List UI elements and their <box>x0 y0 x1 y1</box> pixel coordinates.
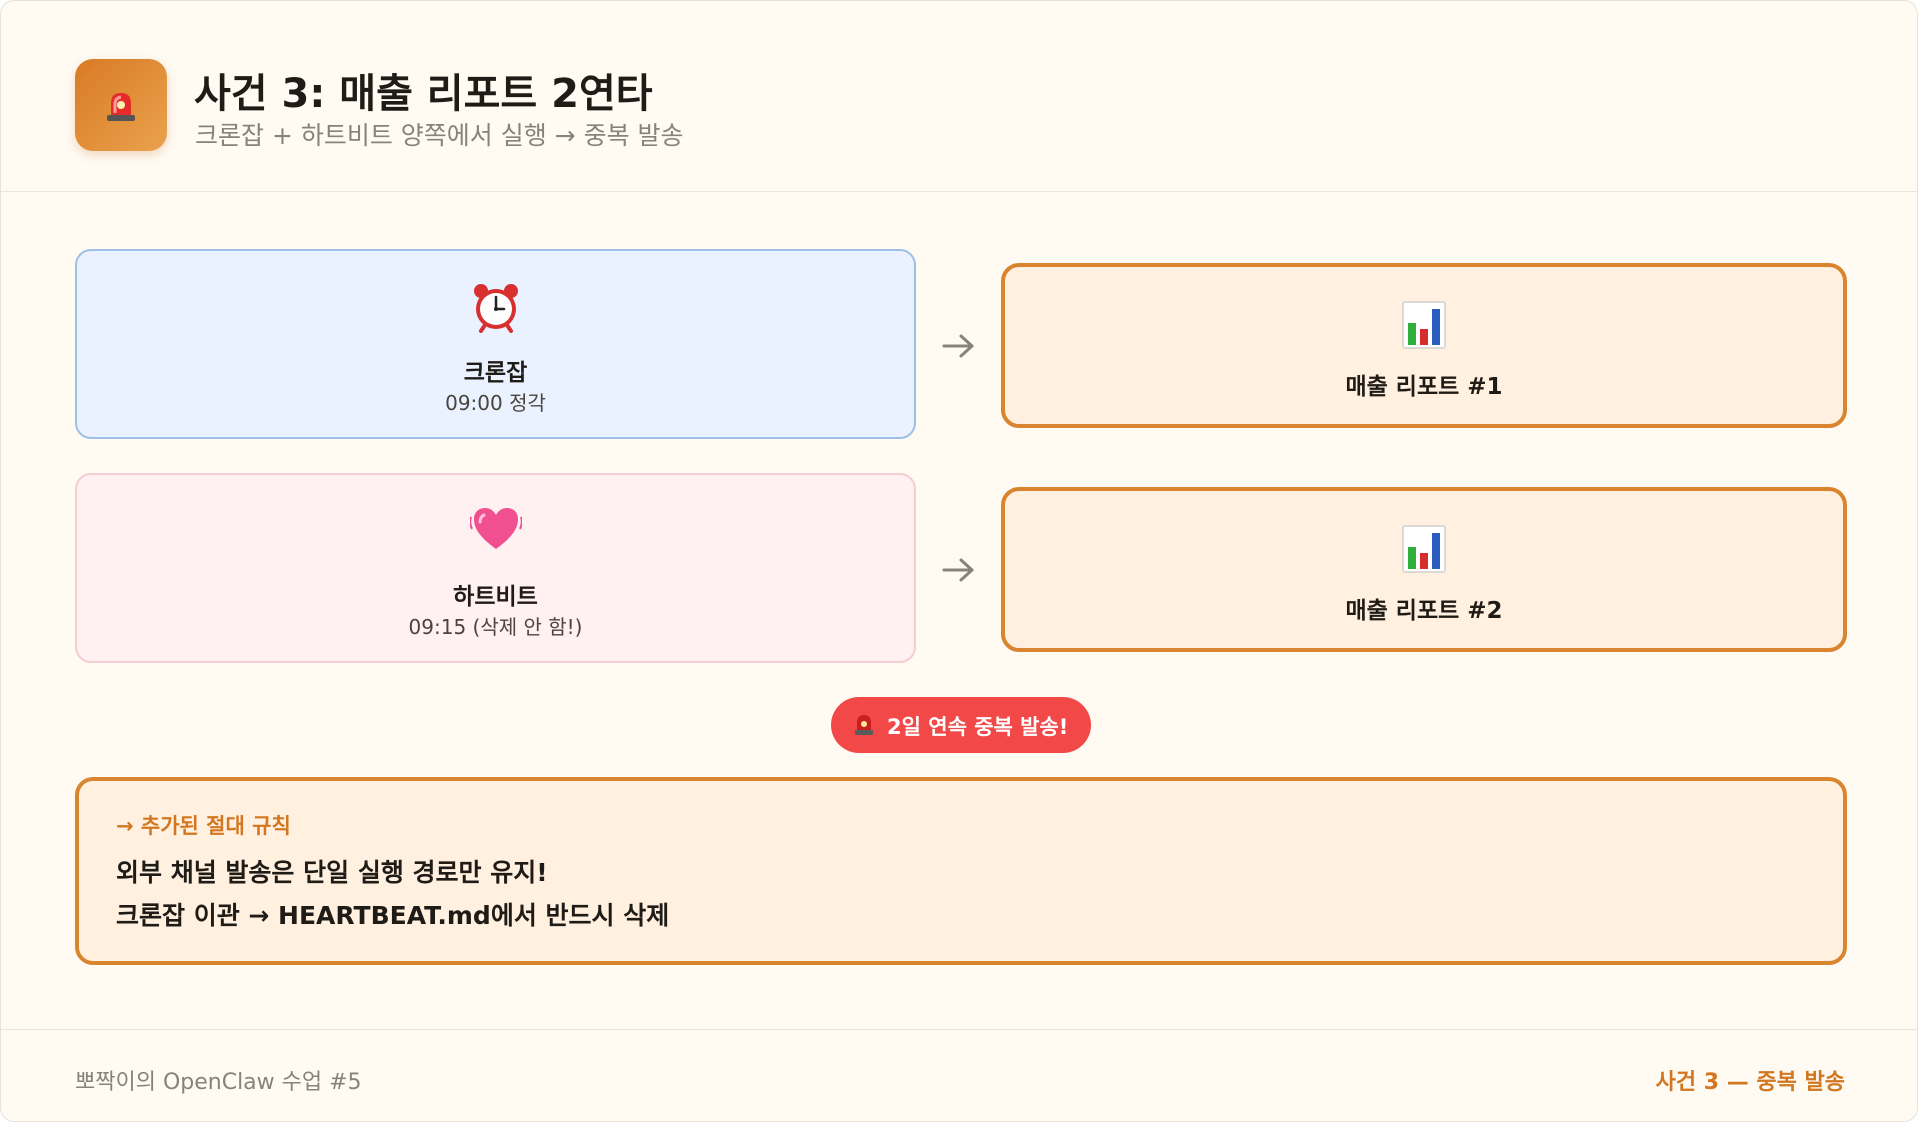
arrow-right-icon <box>942 558 974 582</box>
bar-chart-icon <box>1402 525 1446 573</box>
cron-job-time: 09:00 정각 <box>445 391 546 415</box>
heartbeat-box: 하트비트 09:15 (삭제 안 함!) <box>75 473 916 663</box>
rule-line-2: 크론잡 이관 → HEARTBEAT.md에서 반드시 삭제 <box>116 901 670 930</box>
cron-job-box: 크론잡 09:00 정각 <box>75 249 916 439</box>
sales-report-1-label: 매출 리포트 #1 <box>1345 374 1503 400</box>
header-icon-tile <box>75 59 167 151</box>
cron-job-label: 크론잡 <box>463 360 528 386</box>
rule-box: → 추가된 절대 규칙 외부 채널 발송은 단일 실행 경로만 유지! 크론잡 … <box>75 777 1847 965</box>
alarm-clock-icon <box>473 284 518 333</box>
heartbeat-label: 하트비트 <box>453 584 538 610</box>
duplicate-alert-text: 2일 연속 중복 발송! <box>887 715 1069 739</box>
sales-report-2-label: 매출 리포트 #2 <box>1345 598 1503 624</box>
siren-icon <box>855 715 873 735</box>
arrow-right-icon <box>942 334 974 358</box>
duplicate-alert-badge: 2일 연속 중복 발송! <box>831 697 1091 753</box>
page-title: 사건 3: 매출 리포트 2연타 <box>194 71 653 117</box>
siren-icon <box>107 93 135 121</box>
bar-chart-icon <box>1402 301 1446 349</box>
footer-course-label: 뽀짝이의 OpenClaw 수업 #5 <box>75 1070 362 1095</box>
header: 사건 3: 매출 리포트 2연타 크론잡 + 하트비트 양쪽에서 실행 → 중복… <box>1 1 1917 192</box>
sales-report-1-box: 매출 리포트 #1 <box>1001 263 1847 428</box>
rule-heading: → 추가된 절대 규칙 <box>116 814 291 838</box>
sales-report-2-box: 매출 리포트 #2 <box>1001 487 1847 652</box>
page-subtitle: 크론잡 + 하트비트 양쪽에서 실행 → 중복 발송 <box>195 121 684 150</box>
footer-section-label: 사건 3 — 중복 발송 <box>1655 1070 1845 1095</box>
heart-icon <box>469 508 522 549</box>
footer: 뽀짝이의 OpenClaw 수업 #5 사건 3 — 중복 발송 <box>1 1029 1917 1121</box>
heartbeat-time: 09:15 (삭제 안 함!) <box>408 615 583 639</box>
rule-line-1: 외부 채널 발송은 단일 실행 경로만 유지! <box>116 858 548 887</box>
